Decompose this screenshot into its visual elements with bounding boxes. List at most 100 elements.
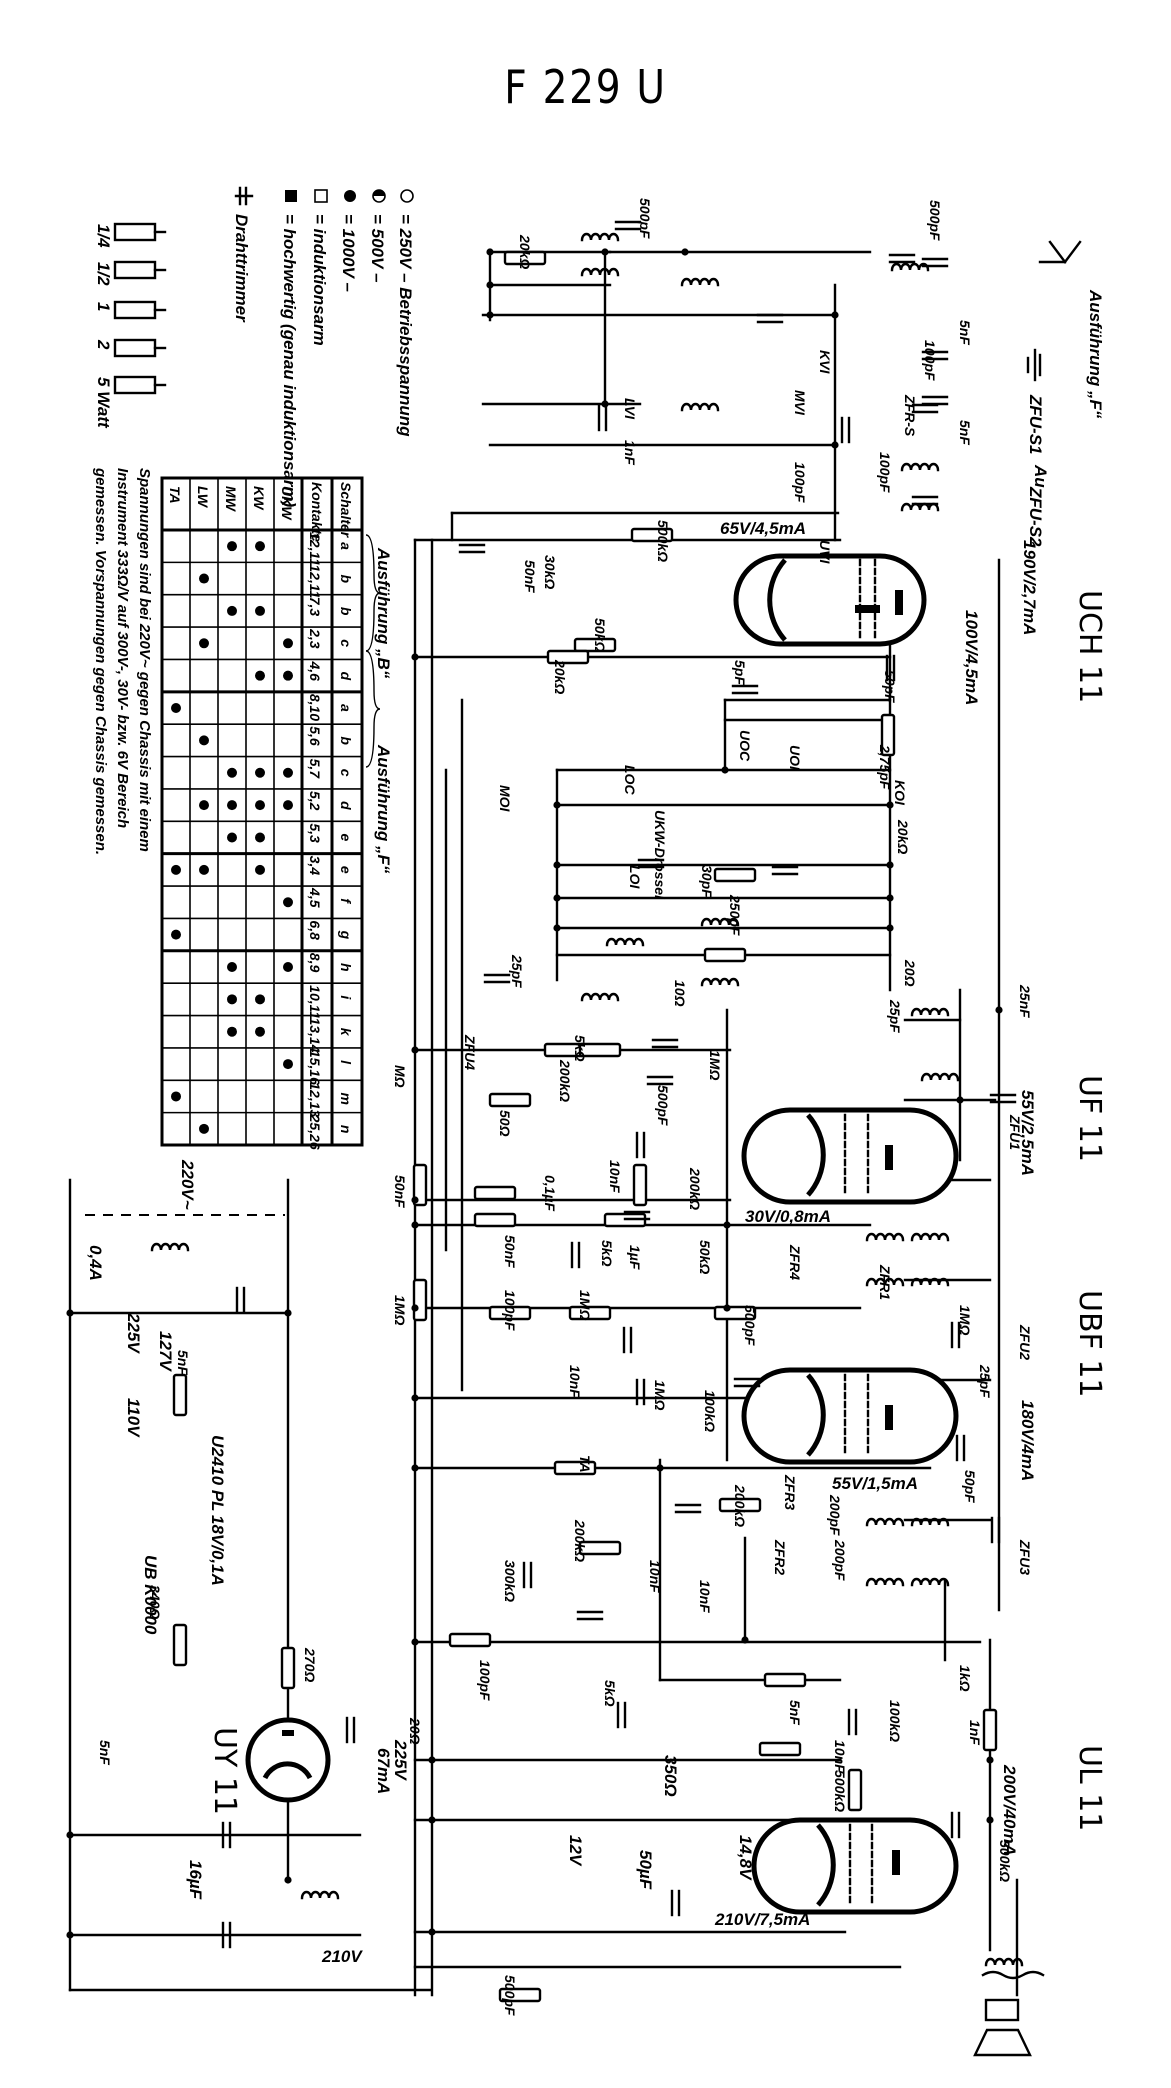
switch-table-kontakte: 5,7 bbox=[307, 759, 323, 780]
junction-dot bbox=[411, 1046, 419, 1054]
resistor-symbol bbox=[488, 1305, 532, 1321]
switch-contact-closed bbox=[283, 670, 293, 681]
ballast-tube: U2410 PL bbox=[208, 1435, 227, 1512]
fuse-rating: 0,4A bbox=[86, 1245, 105, 1281]
component-value-label: 5nF bbox=[957, 320, 973, 345]
component-value-label: 200kΩ bbox=[572, 1519, 588, 1562]
junction-dot bbox=[986, 1756, 994, 1764]
switch-table-schalter: i bbox=[338, 995, 354, 1000]
switch-table-header-kontakte: Kontakte bbox=[309, 482, 325, 542]
tube-label-uch11: UCH 11 bbox=[1072, 590, 1107, 703]
resistor-symbol bbox=[553, 1460, 597, 1476]
op-ul11-14v8: 14,8V bbox=[736, 1835, 755, 1881]
op-ul11-12v: 12V bbox=[566, 1835, 585, 1867]
switch-contact-closed bbox=[255, 605, 265, 616]
component-value-label: 50kΩ bbox=[592, 618, 608, 652]
switch-contact-closed bbox=[255, 767, 265, 778]
component-value-label: 50Ω bbox=[497, 1110, 513, 1137]
coil-symbol bbox=[580, 992, 620, 1002]
component-value-label: 5nF bbox=[787, 1700, 803, 1725]
capacitor-symbol bbox=[911, 403, 939, 414]
resistor-symbol bbox=[758, 1741, 802, 1757]
component-value-label: 50nF bbox=[502, 1235, 518, 1268]
antenna-variant-label: Ausführung „F“ bbox=[1086, 289, 1105, 419]
switch-table-kontakte: 5,2 bbox=[307, 791, 323, 811]
legend-resistor-rating: 1 bbox=[94, 300, 167, 320]
component-value-label: 20kΩ bbox=[552, 659, 568, 694]
capacitor-symbol bbox=[885, 654, 896, 682]
switch-contact-closed bbox=[283, 1059, 293, 1070]
switch-contact-closed bbox=[227, 767, 237, 778]
junction-dot bbox=[411, 1638, 419, 1646]
tube-label-uy11: UY 11 bbox=[207, 1727, 242, 1815]
junction-dot bbox=[986, 1816, 994, 1824]
component-value-label: 100pF bbox=[922, 340, 938, 381]
tap-zfu-s1: ZFU-S1 bbox=[1026, 394, 1045, 455]
junction-dot bbox=[721, 766, 729, 774]
legend-resistor-rating: 1/2 bbox=[94, 260, 167, 286]
switch-table-kontakte: 4,5 bbox=[307, 887, 323, 908]
resistor-symbol bbox=[503, 250, 547, 266]
component-value-label: 200kΩ bbox=[687, 1167, 703, 1210]
capacitors bbox=[221, 220, 1017, 1949]
switch-table-schalter: c bbox=[338, 769, 354, 777]
coil-symbol bbox=[920, 1072, 960, 1082]
component-value-label: MVI bbox=[792, 390, 808, 416]
resistor-symbol bbox=[578, 1042, 622, 1058]
resistor-symbol bbox=[573, 637, 617, 653]
switch-contact-closed bbox=[227, 832, 237, 843]
junction-dot bbox=[831, 441, 839, 449]
coil-symbol bbox=[910, 1007, 950, 1017]
component-value-label: 10nF bbox=[607, 1160, 623, 1193]
resistor-symbol bbox=[763, 1672, 807, 1688]
capacitor-symbol bbox=[771, 865, 799, 876]
op-uch11-100v: 100V/4,5mA bbox=[962, 610, 981, 705]
switch-table: SchalterKontakteUKWKWMWLWTAa12,11b12,11b… bbox=[160, 476, 393, 1150]
resistor-symbol bbox=[982, 1708, 998, 1752]
tube-label-uf11: UF 11 bbox=[1072, 1075, 1107, 1162]
resistor-symbol bbox=[703, 947, 747, 963]
mains-voltage: 220V~ bbox=[178, 1159, 197, 1210]
component-value-label: 25pF bbox=[509, 954, 525, 988]
op-uy11-225v: 225V bbox=[391, 1739, 410, 1781]
op-ul11-200v: 200V/40mA bbox=[1000, 1764, 1019, 1856]
component-value-label: 340Ω bbox=[147, 1585, 163, 1619]
capacitor-symbol bbox=[670, 1889, 681, 1917]
op-uy11-67ma: 67mA bbox=[374, 1748, 393, 1794]
switch-contact-closed bbox=[199, 638, 209, 649]
component-value-label: LOI bbox=[627, 865, 643, 889]
coil-symbol bbox=[890, 262, 930, 272]
op-uf11-55v: 55V/2,5mA bbox=[1018, 1090, 1037, 1176]
switch-contact-closed bbox=[283, 767, 293, 778]
component-value-label: ZFU2 bbox=[1017, 1324, 1033, 1360]
switch-table-kontakte: 6,8 bbox=[307, 920, 323, 940]
capacitor-symbol bbox=[458, 543, 486, 554]
component-value-label: 100pF bbox=[502, 1290, 518, 1331]
switch-table-row-kw: KW bbox=[251, 486, 267, 511]
component-value-label: ZFR2 bbox=[772, 1539, 788, 1575]
capacitor-symbol bbox=[614, 220, 642, 231]
cathode-cap-50uf: 50µF bbox=[636, 1850, 655, 1890]
coil-symbol bbox=[680, 402, 720, 412]
component-value-label: UKW-Drossel bbox=[652, 810, 668, 900]
component-value-label: 50pF bbox=[962, 1470, 978, 1503]
capacitor-symbol bbox=[646, 1075, 674, 1086]
coil-symbol bbox=[910, 1277, 950, 1287]
switch-table-kontakte: 5,6 bbox=[307, 726, 323, 746]
junction-dot bbox=[428, 1756, 436, 1764]
component-value-label: ZFR1 bbox=[877, 1264, 893, 1300]
capacitor-symbol bbox=[622, 1326, 633, 1354]
switch-table-schalter: n bbox=[338, 1125, 354, 1134]
component-value-label: 500pF bbox=[742, 1305, 758, 1346]
component-value-label: 500kΩ bbox=[997, 1840, 1013, 1882]
capacitor-symbol bbox=[731, 684, 759, 695]
junction-dot bbox=[411, 653, 419, 661]
tube-uy11-symbol bbox=[245, 1717, 331, 1803]
component-value-label: 10nF bbox=[697, 1580, 713, 1613]
capacitor-symbol bbox=[345, 1716, 356, 1744]
component-value-label: 1nF bbox=[967, 1720, 983, 1745]
switch-contact-closed bbox=[255, 541, 265, 552]
component-value-label: 500pF bbox=[927, 200, 943, 241]
switch-contact-closed bbox=[171, 703, 181, 714]
switch-table-schalter: e bbox=[338, 866, 354, 874]
